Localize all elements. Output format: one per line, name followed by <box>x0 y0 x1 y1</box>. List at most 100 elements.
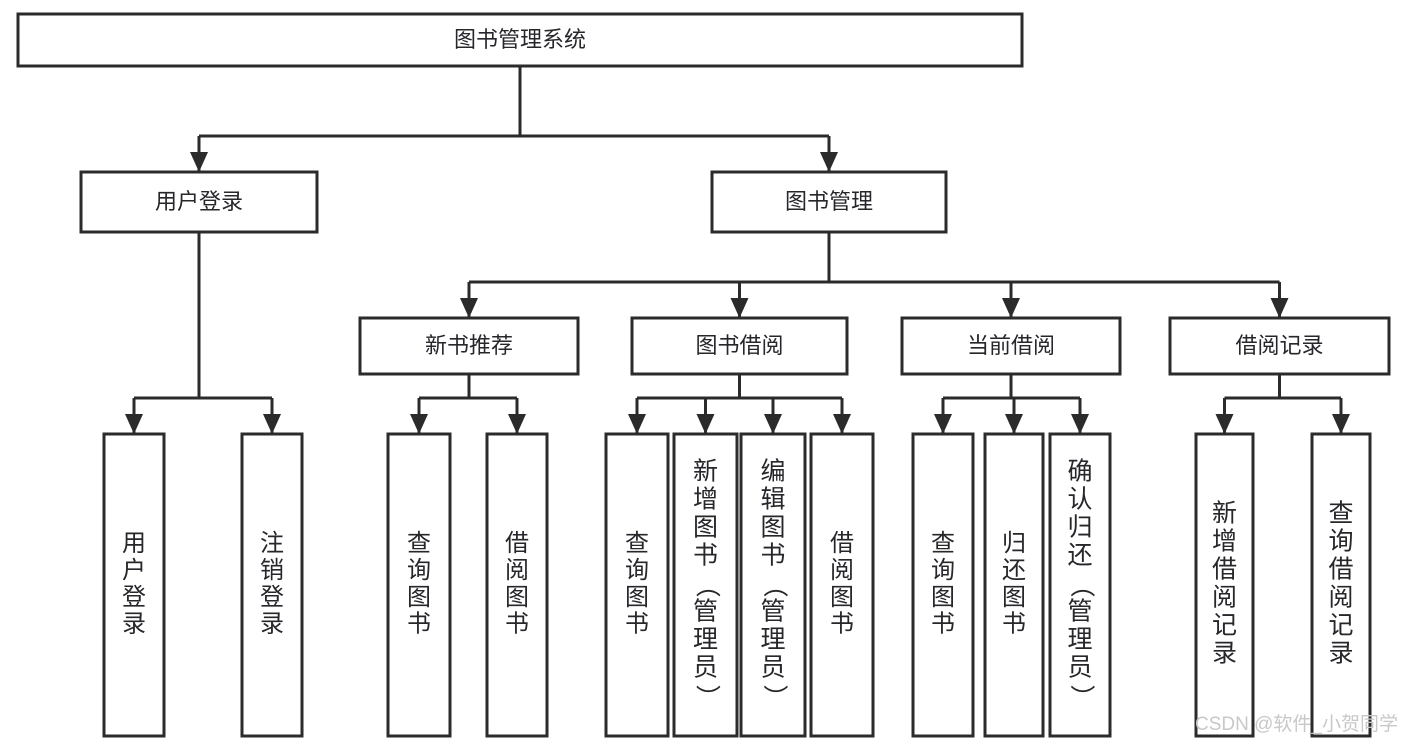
label-char: 注 <box>260 530 284 557</box>
label-char: 新 <box>1212 500 1237 528</box>
label-char: 书 <box>830 611 854 638</box>
node-label-new-book-rec: 新书推荐 <box>425 333 513 358</box>
node-box-leaf-logout <box>240 432 304 738</box>
label-char: 阅 <box>1328 584 1353 612</box>
arrow-head-icon <box>125 414 143 434</box>
label-char: 员 <box>760 654 785 682</box>
arrow-head-icon <box>1005 414 1023 434</box>
label-char: ） <box>1067 684 1095 709</box>
arrow-head-icon <box>730 298 749 318</box>
label-char: 理 <box>760 626 785 654</box>
node-label-book-manage: 图书管理 <box>785 189 873 214</box>
arrow-head-icon <box>820 152 838 172</box>
label-char: 阅 <box>505 557 529 584</box>
arrow-head-icon <box>1270 298 1289 318</box>
label-char: 增 <box>1212 528 1237 556</box>
label-char: 录 <box>260 611 284 638</box>
label-char: 询 <box>625 557 649 584</box>
label-char: 用 <box>122 530 146 557</box>
watermark-layer: CSDN @软件_小贺同学 <box>1195 713 1398 735</box>
label-char: 借 <box>505 530 529 557</box>
label-char: 书 <box>760 542 785 570</box>
label-char: 图 <box>505 584 529 611</box>
label-char: 查 <box>1328 500 1353 528</box>
label-char: 录 <box>1212 640 1237 668</box>
arrow-head-icon <box>190 152 208 172</box>
label-char: 确 <box>1067 458 1092 486</box>
label-char: ） <box>760 684 788 709</box>
label-char: 录 <box>1328 640 1353 668</box>
node-label-root: 图书管理系统 <box>454 27 586 52</box>
label-char: 员 <box>1067 654 1092 682</box>
label-char: 记 <box>1212 612 1237 640</box>
node-box-leaf-add-book-admin <box>672 432 739 738</box>
arrow-head-icon <box>1002 298 1020 318</box>
node-box-leaf-query-book-cur <box>911 432 975 738</box>
node-box-leaf-query-borrow-record <box>1310 432 1372 738</box>
label-char: 书 <box>625 611 649 638</box>
label-char: （ <box>760 572 788 597</box>
label-char: 员 <box>693 654 718 682</box>
node-box-new-book-rec <box>358 316 580 376</box>
node-label-leaf-user-login: 用户登录 <box>122 530 146 638</box>
label-char: 理 <box>1067 626 1092 654</box>
node-box-leaf-add-borrow-record <box>1194 432 1255 738</box>
node-box-leaf-return-book <box>983 432 1045 738</box>
arrow-head-icon <box>934 414 952 434</box>
node-box-leaf-query-book-borrow <box>604 432 670 738</box>
node-box-leaf-borrow-book <box>809 432 875 738</box>
label-char: 理 <box>693 626 718 654</box>
label-char: 借 <box>1328 556 1353 584</box>
label-char: 编 <box>760 458 785 486</box>
label-char: 图 <box>1002 584 1026 611</box>
label-char: 记 <box>1328 612 1353 640</box>
node-box-book-borrow <box>630 316 849 376</box>
label-char: 管 <box>760 598 785 626</box>
node-box-user-login <box>79 170 319 234</box>
label-char: 还 <box>1002 557 1026 584</box>
node-box-current-borrow <box>900 316 1122 376</box>
label-char: 书 <box>693 542 718 570</box>
csdn-watermark: CSDN @软件_小贺同学 <box>1195 713 1398 735</box>
arrow-head-icon <box>628 414 646 434</box>
label-char: 借 <box>830 530 854 557</box>
label-char: 借 <box>1212 556 1237 584</box>
arrow-head-icon <box>1215 414 1234 434</box>
label-char: 询 <box>931 557 955 584</box>
label-char: 销 <box>260 557 284 584</box>
label-char: 询 <box>1328 528 1353 556</box>
node-box-layer <box>16 12 1391 738</box>
connector-layer <box>125 66 1350 434</box>
label-char: （ <box>1067 572 1095 597</box>
arrow-head-icon <box>1332 414 1350 434</box>
node-box-root <box>16 12 1024 68</box>
label-char: 辑 <box>760 486 785 514</box>
node-box-book-manage <box>710 170 948 234</box>
arrow-head-icon <box>508 414 526 434</box>
label-char: 图 <box>407 584 431 611</box>
label-char: 书 <box>931 611 955 638</box>
arrow-head-icon <box>764 414 782 434</box>
arrow-head-icon <box>1071 414 1089 434</box>
node-box-leaf-borrow-book-rec <box>485 432 549 738</box>
label-char: 认 <box>1067 486 1092 514</box>
label-char: 管 <box>1067 598 1092 626</box>
node-box-borrow-record <box>1168 316 1391 376</box>
label-char: 归 <box>1067 514 1092 542</box>
label-char: 阅 <box>1212 584 1237 612</box>
arrow-head-icon <box>460 298 478 318</box>
label-char: （ <box>693 572 721 597</box>
node-box-leaf-query-book-rec <box>386 432 452 738</box>
